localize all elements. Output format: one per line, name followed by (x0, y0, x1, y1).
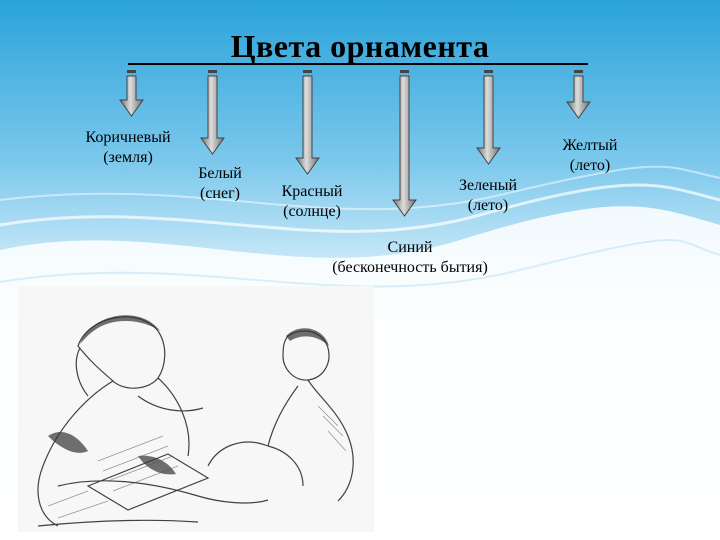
color-meaning-red: (солнце) (283, 203, 341, 220)
label-blue: Синий (бесконечность бытия) (300, 238, 520, 278)
arrow-white (200, 70, 225, 155)
color-name-green: Зеленый (458, 177, 518, 194)
color-meaning-brown: (земля) (103, 149, 153, 166)
label-red: Красный (солнце) (252, 182, 372, 222)
slide-title: Цвета орнамента (230, 28, 490, 64)
arrow-brown (119, 70, 144, 117)
color-name-white: Белый (198, 165, 242, 182)
color-name-blue: Синий (387, 239, 433, 256)
color-name-yellow: Желтый (562, 137, 618, 154)
arrow-yellow (566, 70, 591, 119)
label-yellow: Желтый (лето) (540, 136, 640, 176)
color-name-red: Красный (281, 183, 343, 200)
color-meaning-blue: (бесконечность бытия) (332, 259, 488, 276)
arrow-blue (392, 70, 417, 217)
illustration-sketch (18, 286, 374, 532)
title-underline (128, 63, 588, 65)
arrow-red (295, 70, 320, 175)
color-name-brown: Коричневый (85, 129, 171, 146)
color-meaning-white: (снег) (200, 185, 240, 202)
color-meaning-green: (лето) (467, 197, 509, 214)
label-white: Белый (снег) (170, 164, 270, 204)
label-brown: Коричневый (земля) (58, 128, 198, 168)
label-green: Зеленый (лето) (438, 176, 538, 216)
arrow-green (476, 70, 501, 165)
color-meaning-yellow: (лето) (569, 157, 611, 174)
illustration-panel (18, 286, 374, 532)
